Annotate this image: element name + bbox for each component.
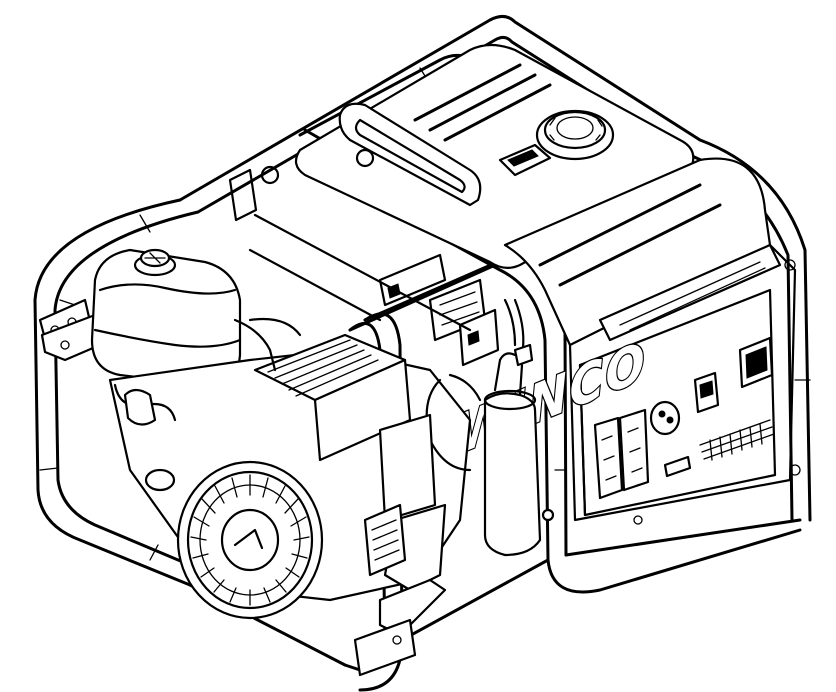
carburetor [123,388,157,426]
fuel-cap [535,109,615,161]
outlet-right [618,408,650,492]
fuel-filter [483,298,555,557]
air-cleaner-knob [133,248,177,277]
fuel-gauge [498,143,552,177]
recoil-starter [176,460,324,620]
panel-meter [738,336,774,389]
air-cleaner [90,248,242,387]
cylinder-fins [253,333,412,462]
screw [633,515,643,525]
engine-switch [693,371,720,414]
round-outlet [649,400,681,436]
screw [789,464,801,476]
engine-label [363,503,407,577]
base-plate [353,578,447,677]
choke-knob [144,468,176,492]
muffler-bracket [378,413,437,522]
terminal-strip [699,419,775,461]
carry-handle [338,102,482,207]
rear-panel-details [228,148,500,367]
alternator-housing [503,157,797,522]
outlet-left [593,416,624,500]
ground-terminal [663,455,692,478]
screw [784,259,796,271]
